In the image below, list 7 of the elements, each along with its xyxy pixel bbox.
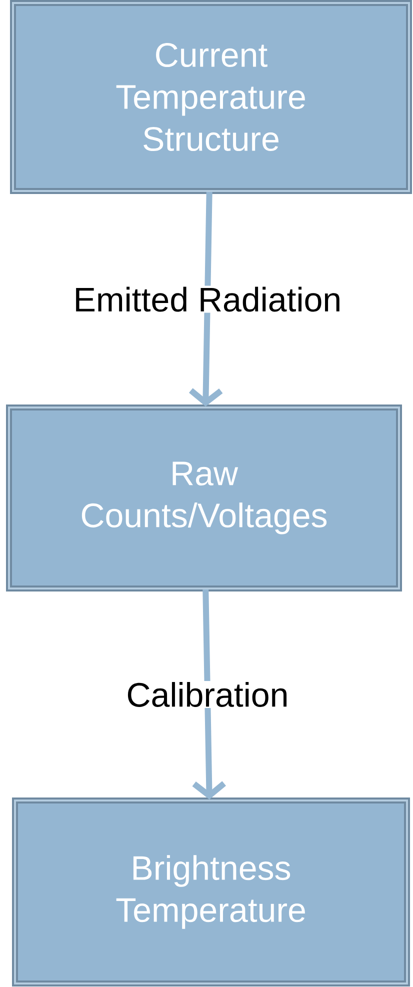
process-box: Raw Counts/Voltages <box>6 404 402 592</box>
edge-label: Emitted Radiation <box>72 286 343 313</box>
process-box: Current Temperature Structure <box>10 0 412 194</box>
process-box: Brightness Temperature <box>12 798 410 986</box>
edge-label: Calibration <box>125 681 290 708</box>
arrow <box>192 589 226 800</box>
arrow <box>188 192 223 406</box>
